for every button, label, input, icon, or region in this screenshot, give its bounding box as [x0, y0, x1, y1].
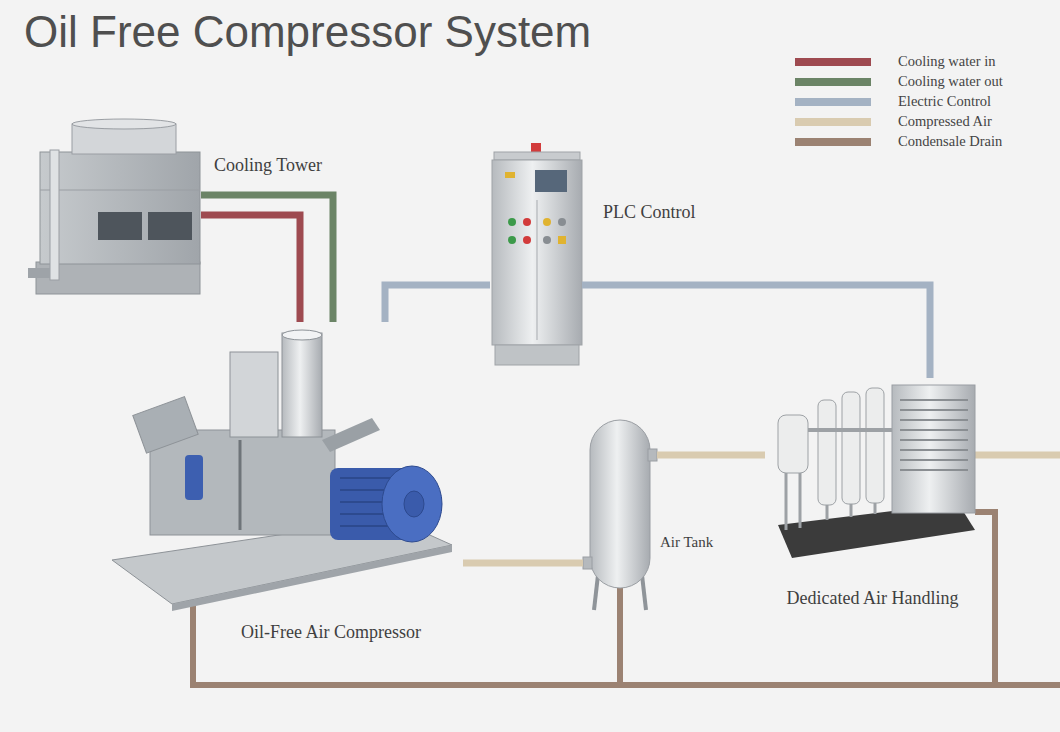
- tower-seam: [40, 190, 200, 191]
- plc-cabinet: [492, 143, 582, 365]
- legend-row: Condensale Drain: [795, 132, 1003, 152]
- push-button: [558, 218, 566, 226]
- cabinet-plinth: [495, 345, 579, 365]
- dryer-cabinet: [892, 385, 975, 513]
- legend-text: Cooling water out: [898, 73, 1003, 90]
- equipment-node: Oil-Free Air Compressor: [105, 322, 463, 657]
- filter-housing: [778, 415, 808, 473]
- filter-drain-pipe: [826, 505, 829, 520]
- inlet-filter: [185, 455, 203, 500]
- tank-leg: [594, 575, 598, 610]
- push-button: [523, 236, 531, 244]
- legend-text: Cooling water in: [898, 53, 995, 70]
- pipe-connector: [582, 285, 930, 378]
- motor-fan-cover: [382, 466, 442, 542]
- key-switch: [558, 236, 566, 244]
- equipment-label: PLC Control: [603, 202, 696, 224]
- tank-vessel: [590, 420, 650, 588]
- air-outlet-pipe: [975, 452, 1060, 459]
- legend-row: Electric Control: [795, 92, 1003, 112]
- nameplate: [505, 172, 515, 178]
- pipe-connector: [201, 195, 333, 322]
- legend-text: Condensale Drain: [898, 133, 1002, 150]
- equipment-node: Air Tank: [583, 418, 657, 613]
- equipment-label: Dedicated Air Handling: [787, 588, 959, 610]
- touch-screen: [535, 170, 567, 192]
- push-button: [543, 236, 551, 244]
- filter-drain-pipe: [850, 504, 853, 517]
- legend-swatch: [795, 138, 871, 146]
- air-handling-unit: [778, 385, 975, 558]
- legend-text: Electric Control: [898, 93, 991, 110]
- legend-swatch: [795, 98, 871, 106]
- tower-louver: [98, 212, 142, 240]
- filter-stand: [785, 473, 788, 530]
- tower-body: [40, 152, 200, 264]
- tower-fan-cover: [72, 119, 176, 129]
- equipment-node: PLC Control: [490, 152, 582, 367]
- compressor-cylinder: [230, 352, 278, 437]
- compressor-pipe: [239, 440, 242, 530]
- air-tank: [583, 420, 657, 610]
- diagram-title: Oil Free Compressor System: [24, 8, 591, 56]
- pipe-connector: [657, 452, 765, 459]
- equipment-node: Dedicated Air Handling: [765, 378, 980, 620]
- compressor-head: [133, 397, 198, 453]
- equipment-node: Cooling Tower: [25, 120, 201, 296]
- tank-outlet: [648, 449, 657, 461]
- tower-pipe: [50, 150, 59, 280]
- tank-leg: [642, 575, 646, 610]
- dryer-vents: [900, 400, 968, 470]
- compressor-skid-edge: [172, 545, 452, 611]
- push-button: [508, 236, 516, 244]
- cabinet-body: [492, 160, 582, 345]
- tank-inlet: [583, 557, 592, 569]
- push-button: [508, 218, 516, 226]
- filter-housing: [842, 392, 860, 504]
- push-button: [523, 218, 531, 226]
- legend-row: Cooling water in: [795, 52, 1003, 72]
- filter-manifold: [808, 428, 892, 432]
- motor-fan-hub: [404, 491, 424, 517]
- filter-drain-pipe: [874, 503, 877, 514]
- equipment-label: Oil-Free Air Compressor: [241, 622, 421, 644]
- legend-swatch: [795, 58, 871, 66]
- legend-swatch: [795, 118, 871, 126]
- cabinet-door-seam: [537, 200, 538, 340]
- tower-louver: [148, 212, 192, 240]
- push-button: [543, 218, 551, 226]
- equipment-label: Cooling Tower: [214, 155, 322, 177]
- filter-housing: [818, 400, 836, 505]
- legend-swatch: [795, 78, 871, 86]
- filter-housing: [866, 388, 884, 503]
- pipe-connector: [201, 215, 300, 322]
- legend-text: Compressed Air: [898, 113, 992, 130]
- compressor-arm: [322, 418, 380, 452]
- pipe-connector: [385, 285, 490, 322]
- equipment-label: Air Tank: [660, 533, 713, 551]
- legend-row: Compressed Air: [795, 112, 1003, 132]
- legend-row: Cooling water out: [795, 72, 1003, 92]
- compressor-cylinder: [282, 333, 322, 437]
- pipe-connector: [463, 560, 583, 567]
- tower-valve: [28, 268, 50, 278]
- cooling-tower: [28, 119, 200, 294]
- legend: Cooling water in Cooling water outElectri…: [795, 52, 1003, 152]
- air-compressor: [112, 330, 452, 611]
- tower-base: [36, 262, 200, 294]
- compressor-frame: [150, 430, 335, 535]
- cylinder-cap: [282, 330, 322, 340]
- cabinet-cap: [494, 152, 580, 160]
- filter-stand: [799, 473, 802, 528]
